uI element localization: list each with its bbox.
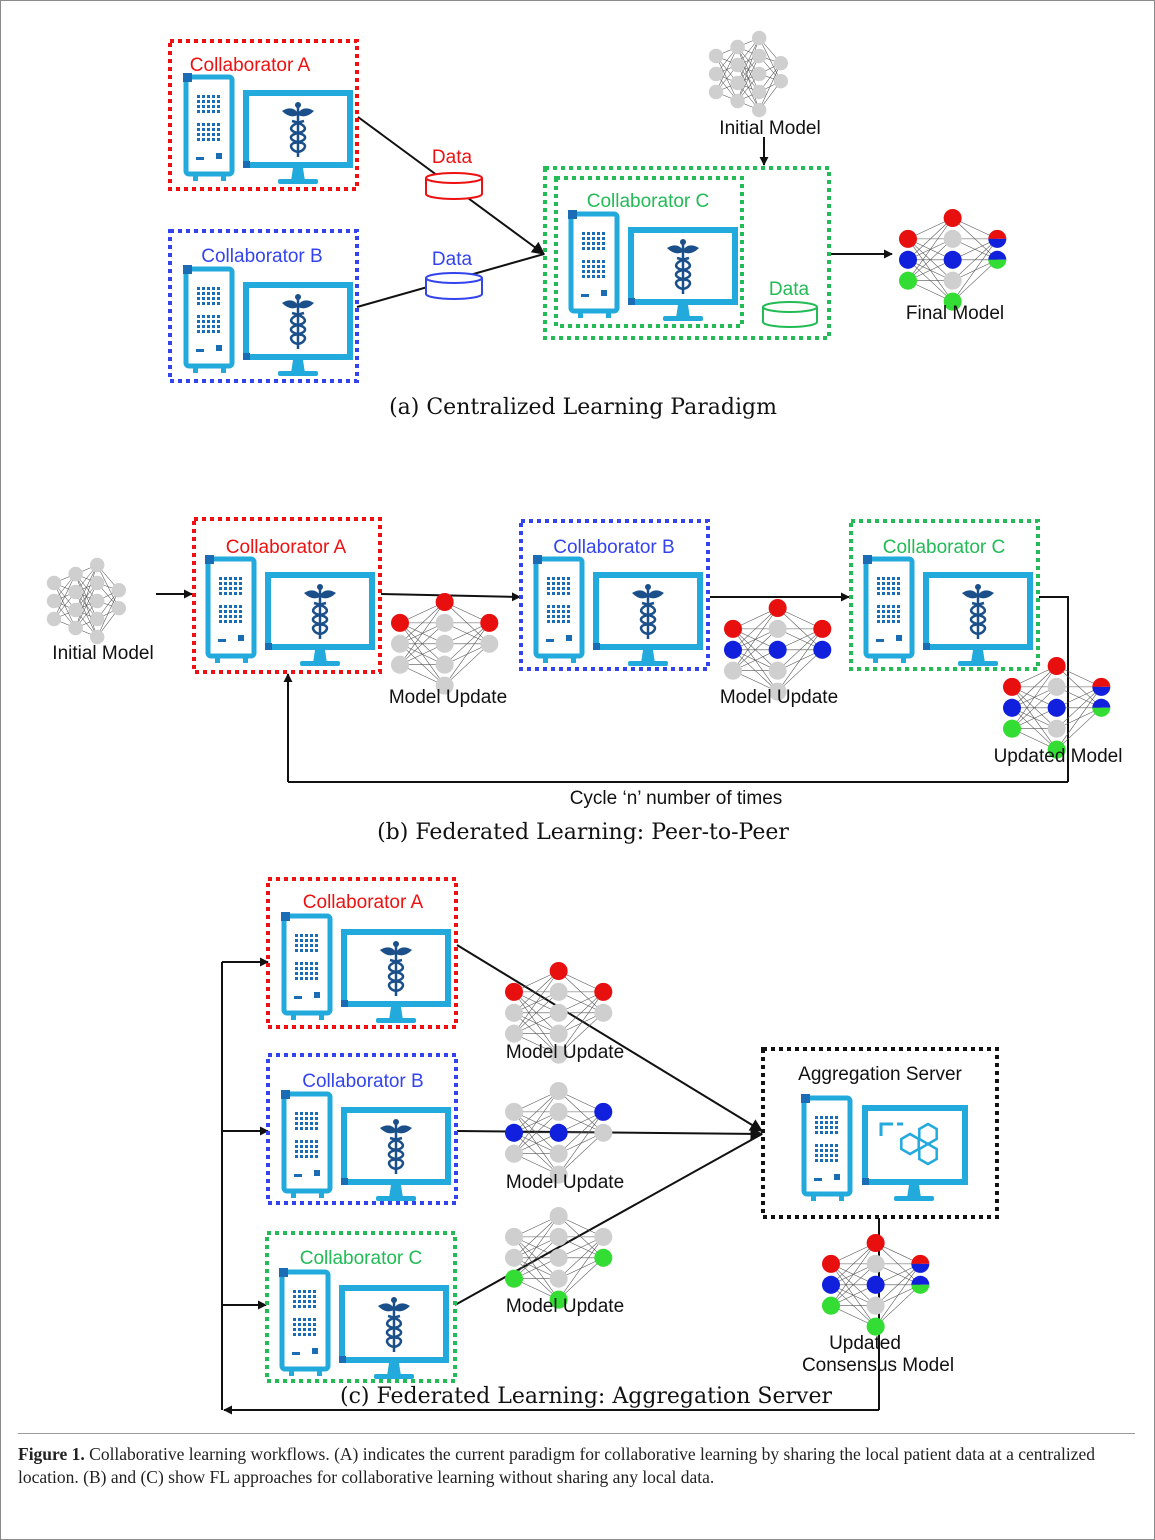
panel-a-caption: (a) Centralized Learning Paradigm (389, 395, 777, 420)
workstation-medical-icon (533, 555, 703, 666)
panel-a: Collaborator A Collaborator B Data Data … (168, 30, 1007, 420)
neural-network-icon (708, 30, 788, 118)
collaborator-c-label: Collaborator C (883, 537, 1006, 558)
figure-caption-label: Figure 1. (18, 1444, 85, 1464)
neural-network-icon (504, 1081, 613, 1184)
updated-model-label: Updated Model (994, 746, 1123, 767)
initial-model-label: Initial Model (719, 118, 820, 139)
neural-network-icon (390, 592, 499, 695)
collaborator-b-label: Collaborator B (201, 246, 322, 267)
model-update-label-a: Model Update (506, 1042, 624, 1063)
workstation-medical-icon (279, 1268, 449, 1379)
neural-network-icon (504, 961, 613, 1064)
data-label-b: Data (432, 249, 473, 270)
collaborator-c-outer-box (543, 166, 831, 340)
collaborator-c-inner-box (554, 176, 744, 328)
neural-network-icon (46, 557, 126, 645)
model-update-label-2: Model Update (720, 687, 838, 708)
final-model-label: Final Model (906, 303, 1004, 324)
collaborator-a-label: Collaborator A (226, 537, 347, 558)
collaborator-c-label: Collaborator C (300, 1248, 423, 1269)
data-label-c: Data (769, 279, 810, 300)
cycle-label: Cycle ‘n’ number of times (570, 788, 783, 809)
collaborator-b-label: Collaborator B (302, 1071, 423, 1092)
panel-c-caption: (c) Federated Learning: Aggregation Serv… (340, 1384, 832, 1409)
caption-divider (18, 1433, 1135, 1434)
figure-caption-text: Collaborative learning workflows. (A) in… (18, 1444, 1095, 1487)
workstation-medical-icon (281, 1090, 451, 1201)
model-update-label-b: Model Update (506, 1172, 624, 1193)
database-cylinder-icon (425, 272, 483, 300)
workstation-medical-icon (183, 73, 353, 184)
collaborator-a-box (192, 517, 382, 674)
workstation-medical-icon (183, 265, 353, 376)
neural-network-icon (723, 598, 832, 701)
arrow-c-down (1039, 596, 1069, 782)
panel-c: Collaborator A Collaborator B Collaborat… (221, 877, 999, 1415)
database-cylinder-icon (425, 172, 483, 200)
panel-b: Initial Model Collaborator A Collaborato… (46, 517, 1123, 845)
server-hexagon-icon (801, 1094, 968, 1201)
model-update-label-c: Model Update (506, 1296, 624, 1317)
database-cylinder-icon (762, 301, 818, 328)
collaborator-b-label: Collaborator B (553, 537, 674, 558)
workstation-medical-icon (568, 210, 738, 321)
panel-b-caption: (b) Federated Learning: Peer-to-Peer (377, 820, 789, 845)
workflow-figure: Collaborator A Collaborator B Data Data … (46, 30, 1123, 1415)
neural-network-icon (821, 1233, 930, 1336)
figure-caption: Figure 1. Collaborative learning workflo… (18, 1443, 1133, 1489)
workstation-medical-icon (205, 555, 375, 666)
collaborator-a-label: Collaborator A (190, 55, 311, 76)
aggregation-server-label: Aggregation Server (798, 1064, 962, 1085)
consensus-label-line1: Updated (829, 1333, 901, 1354)
collaborator-c-box (849, 519, 1040, 671)
arrow-a-to-server (456, 944, 764, 1132)
neural-network-icon (504, 1206, 613, 1309)
model-update-label-1: Model Update (389, 687, 507, 708)
initial-model-label: Initial Model (52, 643, 153, 664)
arrow-c-to-server (454, 1133, 763, 1306)
data-label-a: Data (432, 147, 473, 168)
workstation-medical-icon (281, 912, 451, 1023)
collaborator-c-label: Collaborator C (587, 191, 710, 212)
collaborator-b-box (519, 519, 710, 671)
neural-network-icon (1002, 656, 1111, 759)
collaborator-a-box (168, 39, 359, 191)
aggregation-server-box (761, 1047, 999, 1219)
consensus-label-line2: Consensus Model (802, 1355, 954, 1376)
workstation-medical-icon (863, 555, 1033, 666)
collaborator-a-label: Collaborator A (303, 892, 424, 913)
neural-network-icon (898, 208, 1007, 311)
